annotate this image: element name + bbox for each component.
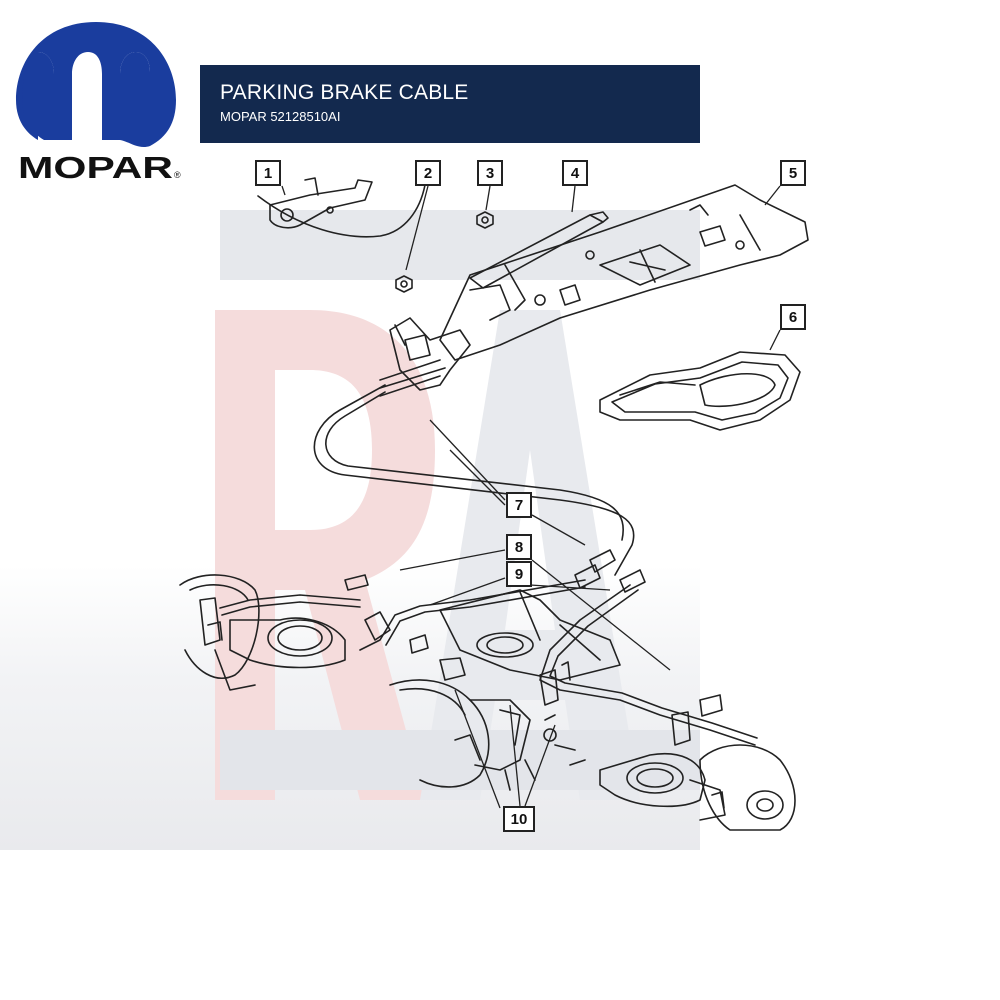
- ram-watermark: [215, 210, 700, 800]
- brake-lever: [469, 211, 609, 321]
- axle-housing-left: [214, 617, 346, 691]
- right-rear-cable: [539, 584, 758, 746]
- lever-base-bracket: [379, 317, 471, 397]
- right-brake-assembly: [689, 744, 796, 831]
- cable-connector: [574, 549, 646, 593]
- callout-10: 10: [503, 806, 535, 832]
- svg-text:®: ®: [174, 170, 181, 180]
- callout-6: 6: [780, 304, 806, 330]
- left-rear-cable: [219, 574, 586, 654]
- axle-housing-right: [599, 753, 706, 808]
- callout-8: 8: [506, 534, 532, 560]
- front-cable: [313, 384, 635, 576]
- title-banner: PARKING BRAKE CABLE MOPAR 52128510AI: [200, 65, 700, 143]
- mounting-plate: [439, 184, 809, 361]
- detail-circle-arc: [257, 184, 426, 238]
- boot-gasket: [599, 351, 801, 431]
- mopar-wordmark: MOPAR: [18, 150, 173, 185]
- callout-9: 9: [506, 561, 532, 587]
- bolt-part: [344, 574, 369, 591]
- mopar-logo: MOPAR ®: [0, 0, 200, 190]
- bracket-part: [269, 177, 373, 229]
- callout-1: 1: [255, 160, 281, 186]
- left-brake-assembly: [179, 574, 260, 679]
- leader-lines: [281, 185, 781, 809]
- callout-2: 2: [415, 160, 441, 186]
- callout-7: 7: [506, 492, 532, 518]
- cable-hanger: [539, 661, 571, 742]
- nut-part-2: [395, 275, 413, 293]
- callout-3: 3: [477, 160, 503, 186]
- nut-part-3: [476, 211, 494, 229]
- part-number: MOPAR 52128510AI: [220, 109, 341, 124]
- crossmember: [439, 589, 621, 681]
- callout-4: 4: [562, 160, 588, 186]
- page-title: PARKING BRAKE CABLE: [220, 81, 469, 104]
- callout-5: 5: [780, 160, 806, 186]
- rear-axle-center: [389, 657, 586, 791]
